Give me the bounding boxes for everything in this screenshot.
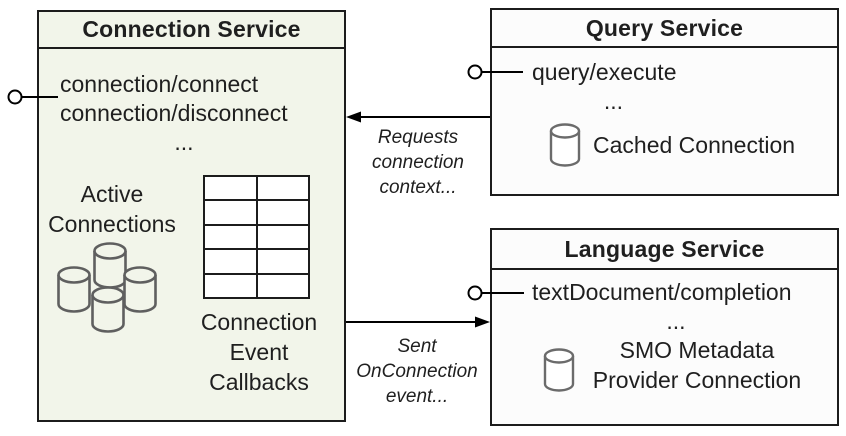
smo-metadata-provider-label: SMO Metadata Provider Connection	[577, 335, 817, 395]
cylinder-right	[123, 266, 157, 313]
language-service-methods: textDocument/completion ...	[532, 278, 820, 336]
requests-label-line2: connection	[372, 152, 464, 173]
table-cell	[257, 225, 308, 249]
sent-label-line3: event...	[385, 386, 449, 407]
table-cell	[257, 250, 308, 273]
method-query-execute: query/execute	[532, 59, 677, 85]
table-cell	[257, 274, 308, 297]
table-cell	[205, 274, 256, 297]
connection-service-title: Connection Service	[39, 12, 344, 49]
provider-label-line1: SMO Metadata	[619, 337, 775, 363]
methods-ellipsis: ...	[603, 88, 624, 114]
requests-connection-context-label: Requests connection context...	[343, 125, 493, 200]
query-service-methods: query/execute ...	[532, 58, 695, 116]
connection-service-methods: connection/connect connection/disconnect…	[60, 70, 308, 157]
active-connections-line2: Connections	[48, 211, 176, 237]
callbacks-line1: Connection	[200, 309, 318, 335]
requests-connection-arrow	[346, 111, 490, 123]
database-cylinder-icon	[543, 348, 575, 392]
active-connections-label: Active Connections	[40, 179, 184, 239]
database-cylinder-cluster-icon	[57, 242, 157, 333]
cached-connection-label: Cached Connection	[593, 131, 796, 158]
sent-onconnection-event-label: Sent OnConnection event...	[337, 334, 497, 409]
sent-onconnection-arrow	[346, 316, 490, 328]
query-service-title: Query Service	[492, 10, 837, 48]
cached-connection-row: Cached Connection	[549, 123, 795, 167]
methods-ellipsis: ...	[174, 129, 194, 155]
cylinder-bottom	[91, 286, 125, 333]
language-service-title: Language Service	[492, 230, 837, 270]
table-cell	[205, 250, 256, 273]
requests-label-line1: Requests	[377, 127, 459, 148]
provider-label-line2: Provider Connection	[592, 367, 802, 393]
sent-label-line2: OnConnection	[356, 361, 478, 382]
cylinder-top	[93, 242, 127, 289]
callbacks-line3: Callbacks	[209, 369, 309, 395]
cylinder-left	[57, 266, 91, 313]
language-service-box: Language Service textDocument/completion…	[490, 228, 839, 426]
methods-ellipsis: ...	[666, 308, 686, 334]
table-grid-icon	[203, 175, 310, 299]
active-connections-line1: Active	[80, 181, 144, 207]
callbacks-line2: Event	[229, 339, 289, 365]
connection-event-callbacks-label: Connection Event Callbacks	[177, 307, 341, 397]
table-cell	[205, 225, 256, 249]
table-cell	[205, 201, 256, 224]
table-cell	[257, 177, 308, 200]
method-connection-disconnect: connection/disconnect	[60, 100, 288, 126]
sent-label-line1: Sent	[397, 336, 437, 357]
method-textdocument-completion: textDocument/completion	[532, 279, 792, 305]
connection-service-box: Connection Service connection/connect co…	[37, 10, 346, 422]
method-connection-connect: connection/connect	[60, 71, 259, 97]
requests-label-line3: context...	[379, 177, 457, 198]
database-cylinder-icon	[549, 123, 581, 167]
query-service-box: Query Service query/execute ... Cached C…	[490, 8, 839, 196]
table-cell	[257, 201, 308, 224]
table-cell	[205, 177, 256, 200]
